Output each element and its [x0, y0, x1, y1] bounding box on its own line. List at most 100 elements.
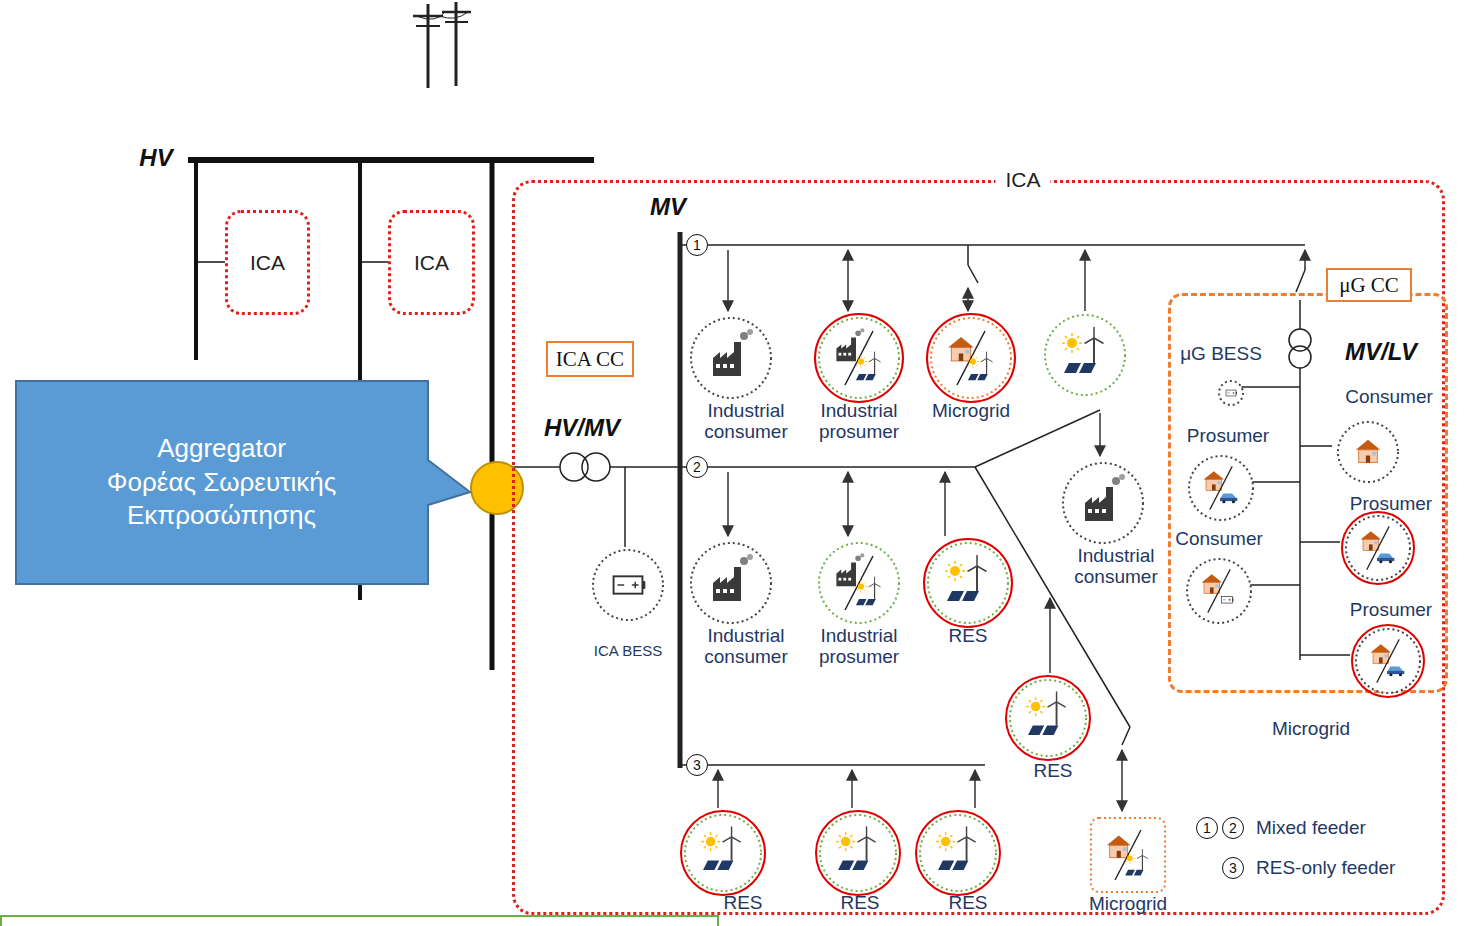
icon-part	[704, 846, 706, 848]
icon-part	[1202, 574, 1222, 582]
device-label: Industrial consumer	[684, 626, 808, 668]
device-icon	[1204, 466, 1238, 509]
icon-part	[1102, 509, 1106, 513]
device-icon	[836, 328, 880, 385]
icon-part	[869, 358, 875, 361]
icon-part	[717, 861, 733, 871]
device-symbol	[1340, 510, 1416, 586]
icon-part	[936, 826, 975, 870]
power-flow-arrows	[847, 250, 849, 311]
highlight-ring	[1342, 512, 1414, 584]
icon-part	[1056, 702, 1058, 726]
icon-part	[717, 841, 720, 842]
icon-part	[1057, 702, 1066, 707]
bus-label: MV	[650, 193, 686, 221]
power-pole	[416, 12, 445, 19]
mv-feeders	[1122, 727, 1130, 745]
microgrid-wiring	[1247, 481, 1300, 483]
device-symbol	[1085, 812, 1171, 898]
icon-part	[967, 352, 993, 381]
hv-mv-transformer	[624, 467, 626, 547]
icon-part	[1129, 862, 1130, 864]
callout-text: Φορέας Σωρευτικής Εκπροσώπησης	[37, 466, 407, 534]
icon-part	[1137, 855, 1142, 858]
highlight-ring	[816, 811, 900, 895]
icon-part	[1366, 456, 1370, 463]
icon-part	[952, 861, 968, 871]
icon-part	[1232, 598, 1233, 601]
icon-part	[857, 365, 858, 366]
device-label: Industrial consumer	[684, 401, 808, 443]
device-circle: Consumer	[1187, 559, 1251, 623]
icon-part	[852, 841, 855, 842]
icon-part	[1035, 713, 1036, 716]
icon-part	[1379, 657, 1383, 663]
icon-part	[969, 365, 970, 366]
icon-part	[1361, 531, 1381, 539]
icon-part	[713, 329, 753, 376]
icon-part	[1123, 847, 1126, 850]
icon-part	[976, 357, 977, 358]
device-ring	[1189, 456, 1253, 520]
device-ring	[819, 318, 899, 398]
icon-part	[1077, 336, 1079, 338]
device-circle: Microgrid	[931, 318, 1011, 398]
power-flow-arrows	[851, 770, 853, 808]
icon-part	[976, 566, 978, 591]
region-label: ICA	[995, 168, 1050, 192]
icon-part	[864, 582, 865, 583]
device-icon	[1107, 830, 1148, 880]
icon-part	[1026, 691, 1065, 735]
icon-part	[986, 358, 987, 374]
microgrid-outline	[1091, 818, 1165, 892]
icon-part	[747, 554, 753, 560]
icon-part	[1374, 541, 1377, 544]
device-circle: Industrial prosumer	[819, 543, 899, 623]
device-label: ICA BESS	[566, 643, 690, 660]
icon-part	[855, 577, 881, 606]
device-symbol	[1350, 623, 1426, 699]
icon-part	[858, 837, 867, 842]
ica-box: ICA	[388, 210, 475, 315]
region-label: Microgrid	[1262, 718, 1360, 740]
icon-part	[1388, 666, 1403, 670]
device-label: RES	[906, 626, 1030, 647]
device-circle: μG BESS	[1219, 381, 1243, 405]
icon-part	[836, 337, 856, 361]
icon-part	[1232, 500, 1235, 503]
device-icon	[1085, 474, 1125, 521]
device-circle: Prosumer	[1346, 516, 1410, 580]
icon-part	[740, 332, 748, 340]
device-icon	[1361, 526, 1395, 569]
mv-feeders	[680, 232, 1305, 768]
icon-part	[864, 357, 865, 358]
highlight-ring	[815, 314, 903, 402]
icon-part	[874, 577, 875, 584]
icon-part	[867, 837, 876, 842]
icon-part	[1026, 706, 1029, 707]
icon-part	[977, 361, 979, 362]
device-circle: Industrial prosumer	[819, 318, 899, 398]
legend-text: RES-only feeder	[1256, 857, 1395, 879]
icon-part	[1399, 673, 1402, 676]
icon-part	[945, 555, 987, 601]
icon-part	[710, 848, 711, 851]
mv-feeders	[680, 764, 985, 766]
res-circle	[1045, 315, 1125, 395]
power-flow-arrows	[944, 472, 946, 536]
icon-part	[841, 837, 851, 847]
icon-part	[969, 357, 970, 358]
highlight-ring	[1352, 625, 1424, 697]
icon-part	[723, 364, 727, 368]
device-symbol	[925, 312, 1017, 404]
icon-part	[1215, 584, 1218, 587]
microgrid-wiring	[1299, 300, 1301, 329]
icon-part	[967, 837, 976, 842]
highlight-ring	[1006, 676, 1090, 760]
hv-wiring	[490, 160, 495, 670]
device-circle: Industrial consumer	[691, 543, 771, 623]
icon-part	[1206, 480, 1222, 491]
mv-feeders	[678, 232, 683, 768]
device-label: RES	[798, 893, 922, 914]
